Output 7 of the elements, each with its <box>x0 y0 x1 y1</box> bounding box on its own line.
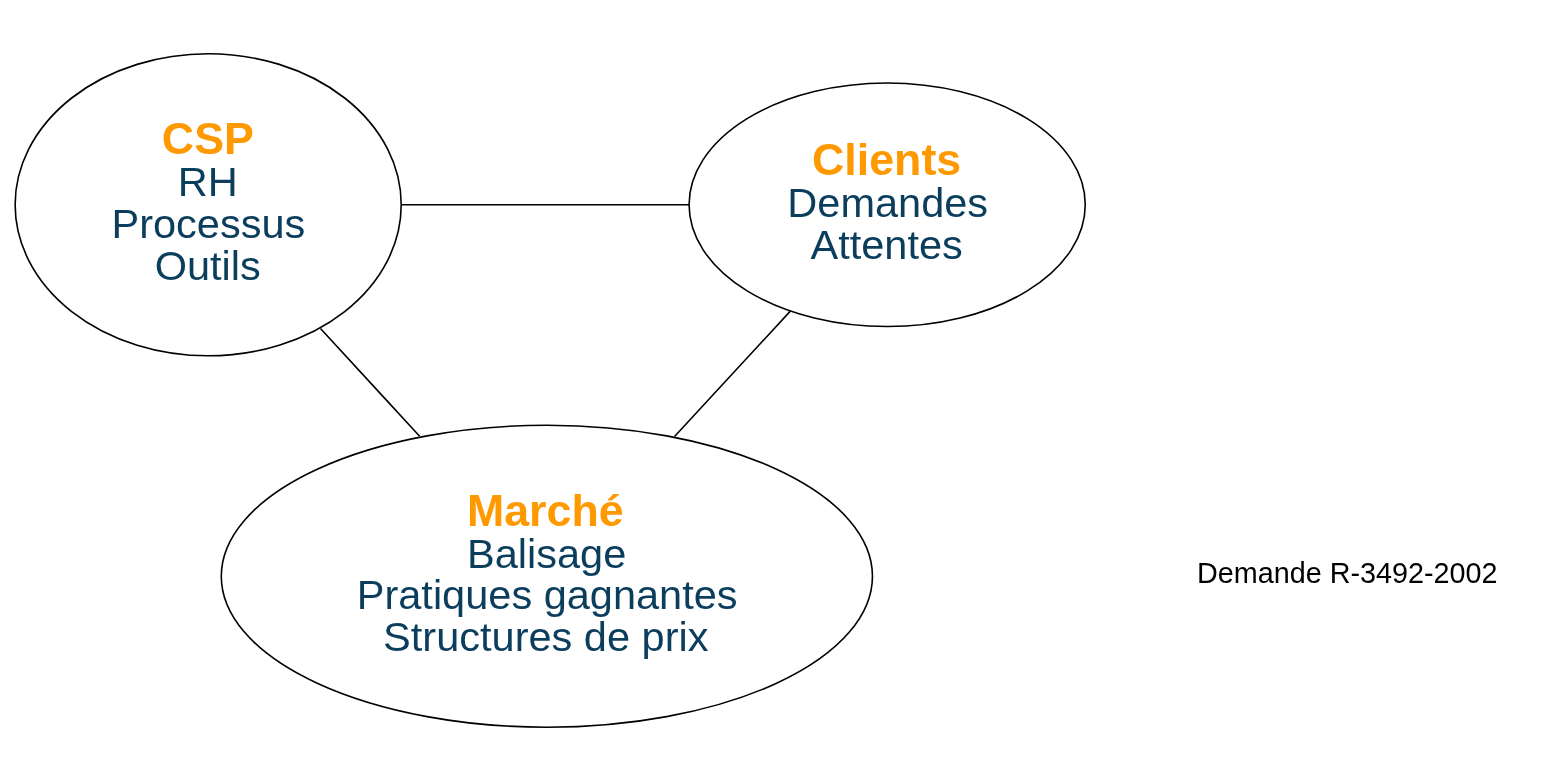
connector <box>401 203 690 206</box>
connector <box>319 327 421 437</box>
node-ellipse: Clients Demandes Attentes <box>688 81 1087 327</box>
node-ellipse: Marché Balisage Pratiques gagnantes Structures de prix <box>220 423 874 728</box>
connector <box>673 310 791 437</box>
label: Demande R-3492-2002 <box>1197 556 1498 589</box>
node-ellipse: CSP RH Processus Outils <box>14 52 403 357</box>
